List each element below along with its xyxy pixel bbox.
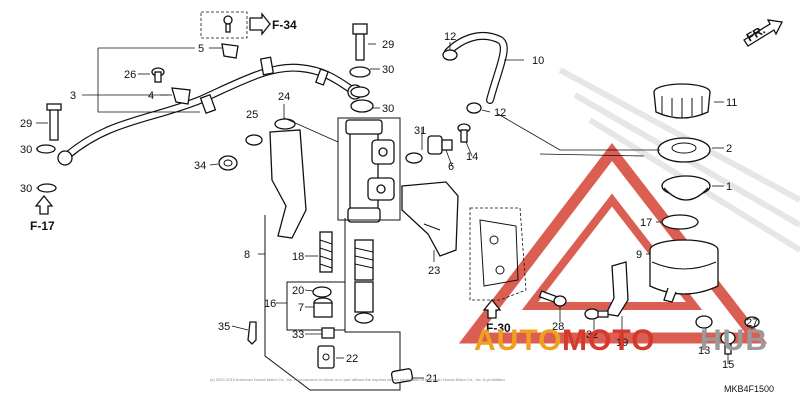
callout-24: 24: [278, 91, 290, 103]
callout-15: 15: [722, 359, 734, 371]
clip-12-bottom: [466, 102, 482, 114]
bolt-26: [151, 67, 165, 83]
reservoir-bracket-19: [605, 261, 629, 317]
callout-35: 35: [218, 321, 230, 333]
cylinder-outline-box: [337, 117, 401, 221]
diagram-code: MKB4F1500: [724, 384, 774, 394]
collar-13: [695, 315, 713, 329]
callout-27: 27: [746, 317, 758, 329]
bolt-28: [538, 290, 567, 307]
callout-numbers: 5 26 3 4 29 30 30 29 30 30 12 10 12 24 2…: [20, 31, 758, 385]
callout-23: 23: [428, 265, 440, 277]
spring-right: [354, 239, 374, 324]
callout-11: 11: [726, 97, 737, 109]
diaphragm-1: [661, 175, 711, 201]
reservoir-hose-10: [444, 31, 508, 104]
joint-6: [427, 135, 453, 155]
callout-19: 19: [616, 337, 628, 349]
washer-20: [312, 286, 332, 298]
pin-21: [390, 368, 414, 384]
callout-30-b: 30: [20, 183, 32, 195]
washer-30-c: [349, 66, 371, 78]
callout-28: 28: [552, 321, 564, 333]
watermark-text: AUTO MOTO HUB: [474, 324, 768, 357]
ref-f30-group: F-30: [482, 298, 511, 335]
oring-17: [661, 214, 699, 230]
callout-5: 5: [198, 43, 204, 55]
callout-4: 4: [148, 90, 154, 102]
ref-f30-label: F-30: [486, 321, 511, 335]
cap-34: [218, 155, 238, 171]
ref-f17-label: F-17: [30, 219, 55, 233]
callout-31: 31: [414, 125, 426, 137]
cup-7: [313, 297, 333, 318]
nut-33: [321, 327, 335, 339]
reservoir-9: [649, 239, 719, 303]
callout-22: 22: [346, 353, 358, 365]
callout-25: 25: [246, 109, 258, 121]
banjo-fitting: [350, 86, 370, 98]
callout-2: 2: [726, 143, 732, 155]
oring-31: [405, 152, 423, 164]
callout-20: 20: [292, 285, 304, 297]
bolt-29-left: [46, 103, 62, 141]
callout-8: 8: [244, 249, 250, 261]
callout-7: 7: [298, 302, 304, 314]
watermark-moto: MOTO: [562, 324, 655, 357]
brake-hose-left: [57, 43, 363, 166]
callout-30-c: 30: [382, 64, 394, 76]
ref-f34-group: F-34: [200, 11, 297, 39]
spring-18: [319, 231, 333, 273]
footpeg-bracket: [469, 207, 527, 301]
leader-lines: [36, 42, 753, 379]
copyright-notice: (c) 2002-2015 American Honda Motor Co., …: [210, 377, 505, 382]
callout-26: 26: [124, 69, 136, 81]
grommet-25: [245, 134, 263, 146]
callout-30-d: 30: [382, 103, 394, 115]
callout-29-left: 29: [20, 118, 32, 130]
callout-9: 9: [636, 249, 642, 261]
callout-18: 18: [292, 251, 304, 263]
callout-12-top: 12: [444, 31, 456, 43]
ref-f17-group: F-17: [30, 194, 55, 233]
watermark-hub: HUB: [700, 324, 768, 357]
washer-30-a: [36, 144, 56, 154]
callout-14: 14: [466, 151, 478, 163]
callout-34: 34: [194, 160, 206, 172]
screw-32: [584, 308, 609, 320]
callout-29-center: 29: [382, 39, 394, 51]
washer-30-d: [350, 99, 374, 113]
callout-12-bottom: 12: [494, 107, 506, 119]
watermark-auto: AUTO: [474, 324, 562, 357]
callout-21: 21: [426, 373, 438, 385]
guard-23: [401, 181, 459, 257]
pin-35: [247, 321, 257, 345]
callout-33: 33: [292, 329, 304, 341]
callout-30-a: 30: [20, 144, 32, 156]
washer-30-b: [37, 183, 57, 193]
callout-6: 6: [448, 161, 454, 173]
callout-3: 3: [70, 90, 76, 102]
ref-f34-label: F-34: [272, 18, 297, 32]
callout-32: 32: [586, 329, 598, 341]
screw-14: [457, 123, 471, 143]
callout-17: 17: [640, 217, 652, 229]
callout-10: 10: [532, 55, 544, 67]
callout-16: 16: [264, 298, 276, 310]
callout-13: 13: [698, 345, 710, 357]
cap-11: [653, 83, 711, 119]
plate-2: [657, 137, 711, 163]
piston-kit-box: [264, 215, 401, 391]
bolt-29-center: [352, 23, 368, 61]
clevis-22: [317, 345, 335, 369]
callout-1: 1: [726, 181, 732, 193]
bracket-24: [269, 118, 307, 239]
clip-12-top: [442, 49, 458, 61]
front-direction-arrow: FR.: [743, 19, 783, 47]
master-cylinder: [345, 119, 395, 223]
